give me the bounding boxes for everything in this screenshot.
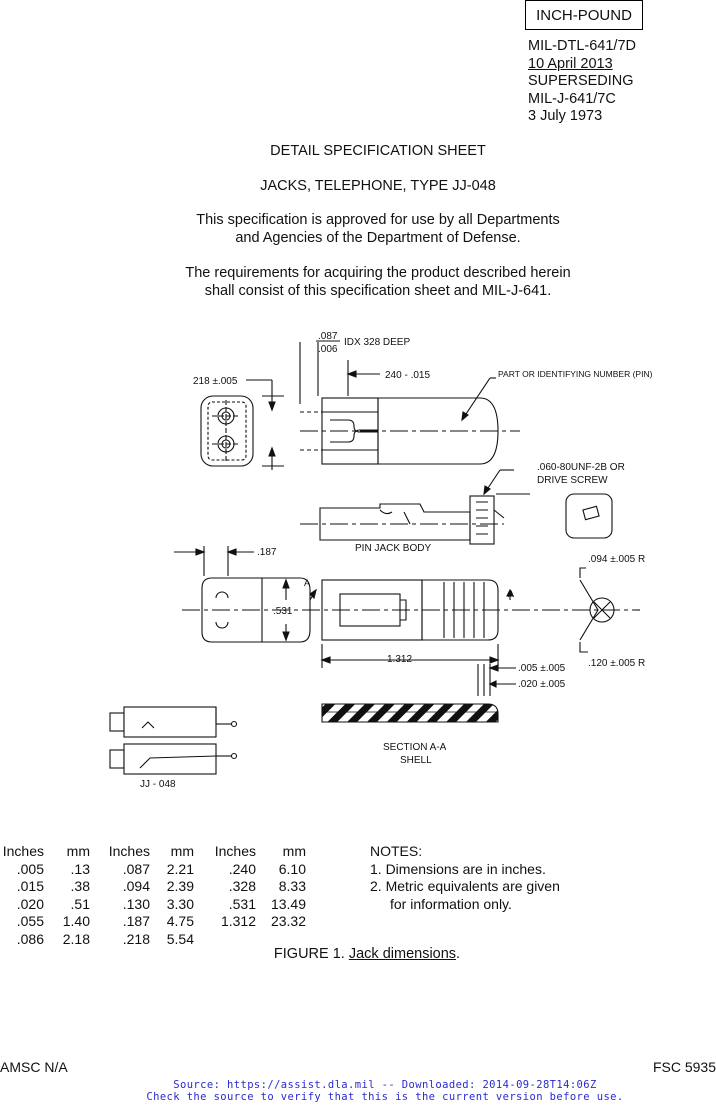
download-source-line: Source: https://assist.dla.mil -- Downlo…	[173, 1079, 597, 1091]
jack-dimension-drawing: 218 ±.005 .087 .006 IDX 328 DEEP 240 - .…	[109, 331, 653, 790]
table-cell: .020	[16, 895, 44, 912]
table-cell: 1.40	[62, 913, 90, 929]
table-cell: 5.54	[166, 930, 194, 947]
table-cell: .240	[228, 860, 256, 877]
end-view	[200, 379, 284, 470]
screw-label-1: .060-80UNF-2B OR	[537, 462, 625, 473]
table-cell: 13.49	[270, 895, 306, 912]
table-cell: .51	[70, 895, 90, 912]
table-cell: 4.75	[166, 913, 194, 929]
dim-240: 240 - .015	[385, 370, 430, 381]
amsc-code: AMSC N/A	[0, 1059, 68, 1075]
table-cell: .38	[70, 878, 90, 894]
side-view-top	[299, 342, 520, 465]
approval-line: and Agencies of the Department of Defens…	[235, 230, 521, 246]
idx-label: IDX 328 DEEP	[344, 337, 410, 348]
column-header: Inches	[2, 843, 44, 859]
column-header: mm	[66, 843, 90, 859]
requirement-statement: The requirements for acquiring the produ…	[0, 264, 716, 300]
dim-087: .087	[318, 331, 338, 342]
pin-jack-body	[300, 469, 613, 545]
requirement-line: shall consist of this specification shee…	[204, 283, 552, 299]
section-label-2: SHELL	[400, 755, 432, 766]
table-cell: .094	[122, 878, 150, 894]
table-cell: 2.21	[166, 860, 194, 877]
pin-label: PART OR IDENTIFYING NUMBER (PIN)	[498, 369, 653, 379]
table-cell: .055	[16, 913, 44, 929]
table-cell: .130	[122, 895, 150, 912]
table-cell: 1.312	[220, 913, 256, 929]
notes: NOTES: 1. Dimensions are in inches. 2. M…	[370, 843, 560, 913]
doc-date: 10 April 2013	[528, 55, 613, 72]
section-mark-left: A	[304, 578, 310, 588]
dim-218: 218 ±.005	[193, 376, 238, 387]
table-row: .005 .13 .087 2.21 .240 6.10	[0, 861, 306, 879]
table-header-row: Inches mm Inches mm Inches mm	[0, 843, 306, 861]
column-header: mm	[170, 843, 194, 859]
document-identifier: MIL-DTL-641/7D 10 April 2013 SUPERSEDING…	[528, 38, 636, 126]
superseded-number: MIL-J-641/7C	[528, 90, 616, 107]
table-cell: .086	[16, 930, 44, 947]
note-item-continuation: for information only.	[390, 895, 512, 912]
plan-view	[174, 546, 640, 696]
table-cell: .531	[228, 895, 256, 912]
jj048-schematic-symbol	[109, 706, 238, 775]
table-cell: 2.39	[166, 878, 194, 894]
note-item: 2. Metric equivalents are given	[370, 878, 560, 894]
doc-number: MIL-DTL-641/7D	[528, 38, 636, 54]
dim-094: .094 ±.005 R	[588, 554, 645, 565]
dim-187: .187	[257, 547, 277, 558]
inch-pound-box: INCH-POUND	[525, 0, 643, 30]
table-row: .015 .38 .094 2.39 .328 8.33	[0, 878, 306, 896]
table-cell: .328	[228, 878, 256, 894]
dim-005: .005 ±.005	[518, 663, 566, 674]
dim-1312: 1.312	[387, 654, 412, 665]
sheet-subject: JACKS, TELEPHONE, TYPE JJ-048	[260, 178, 496, 194]
table-row: .020 .51 .130 3.30 .531 13.49	[0, 896, 306, 914]
sheet-type: DETAIL SPECIFICATION SHEET	[270, 143, 486, 159]
table-cell: 6.10	[278, 860, 306, 877]
fsc-code: FSC 5935	[652, 1059, 716, 1075]
figure-caption: FIGURE 1. Jack dimensions.	[0, 946, 716, 962]
dim-531: .531	[273, 606, 293, 617]
table-row: .086 2.18 .218 5.54	[0, 931, 306, 949]
column-header: Inches	[108, 843, 150, 859]
screw-label-2: DRIVE SCREW	[537, 475, 608, 486]
table-cell: 23.32	[270, 913, 306, 929]
superseding-label: SUPERSEDING	[528, 73, 634, 89]
table-cell: .187	[122, 913, 150, 929]
figure-suffix: .	[456, 946, 461, 962]
approval-line: This specification is approved for use b…	[196, 212, 560, 228]
superseded-date: 3 July 1973	[528, 108, 603, 124]
requirement-line: The requirements for acquiring the produ…	[185, 265, 571, 281]
pin-jack-body-label: PIN JACK BODY	[355, 543, 431, 554]
dim-006: .006	[318, 344, 338, 355]
table-cell: 2.18	[62, 930, 90, 947]
table-cell: 3.30	[166, 895, 194, 912]
column-header: Inches	[214, 843, 256, 859]
section-label-1: SECTION A-A	[383, 742, 447, 753]
verification-notice: Check the source to verify that this is …	[146, 1091, 624, 1103]
table-cell: 8.33	[278, 878, 306, 894]
table-cell: .218	[122, 930, 150, 947]
column-header: mm	[282, 843, 306, 859]
notes-heading: NOTES:	[370, 843, 423, 859]
approval-statement: This specification is approved for use b…	[0, 211, 716, 247]
section-mark-right: A	[508, 589, 514, 599]
table-cell: .005	[16, 860, 44, 877]
figure-title: Jack dimensions	[348, 946, 457, 962]
figure-prefix: FIGURE 1.	[273, 946, 349, 962]
symbol-label: JJ - 048	[140, 779, 176, 790]
table-cell: .087	[122, 860, 150, 877]
table-cell: .13	[70, 860, 90, 877]
dimension-conversion-table: Inches mm Inches mm Inches mm .005 .13 .…	[0, 843, 306, 948]
dim-020: .020 ±.005	[518, 679, 566, 690]
note-item: 1. Dimensions are in inches.	[370, 860, 546, 877]
dim-120: .120 ±.005 R	[588, 658, 645, 669]
table-row: .055 1.40 .187 4.75 1.312 23.32	[0, 913, 306, 931]
table-cell: .015	[16, 878, 44, 894]
section-a-a-shell	[321, 703, 499, 723]
